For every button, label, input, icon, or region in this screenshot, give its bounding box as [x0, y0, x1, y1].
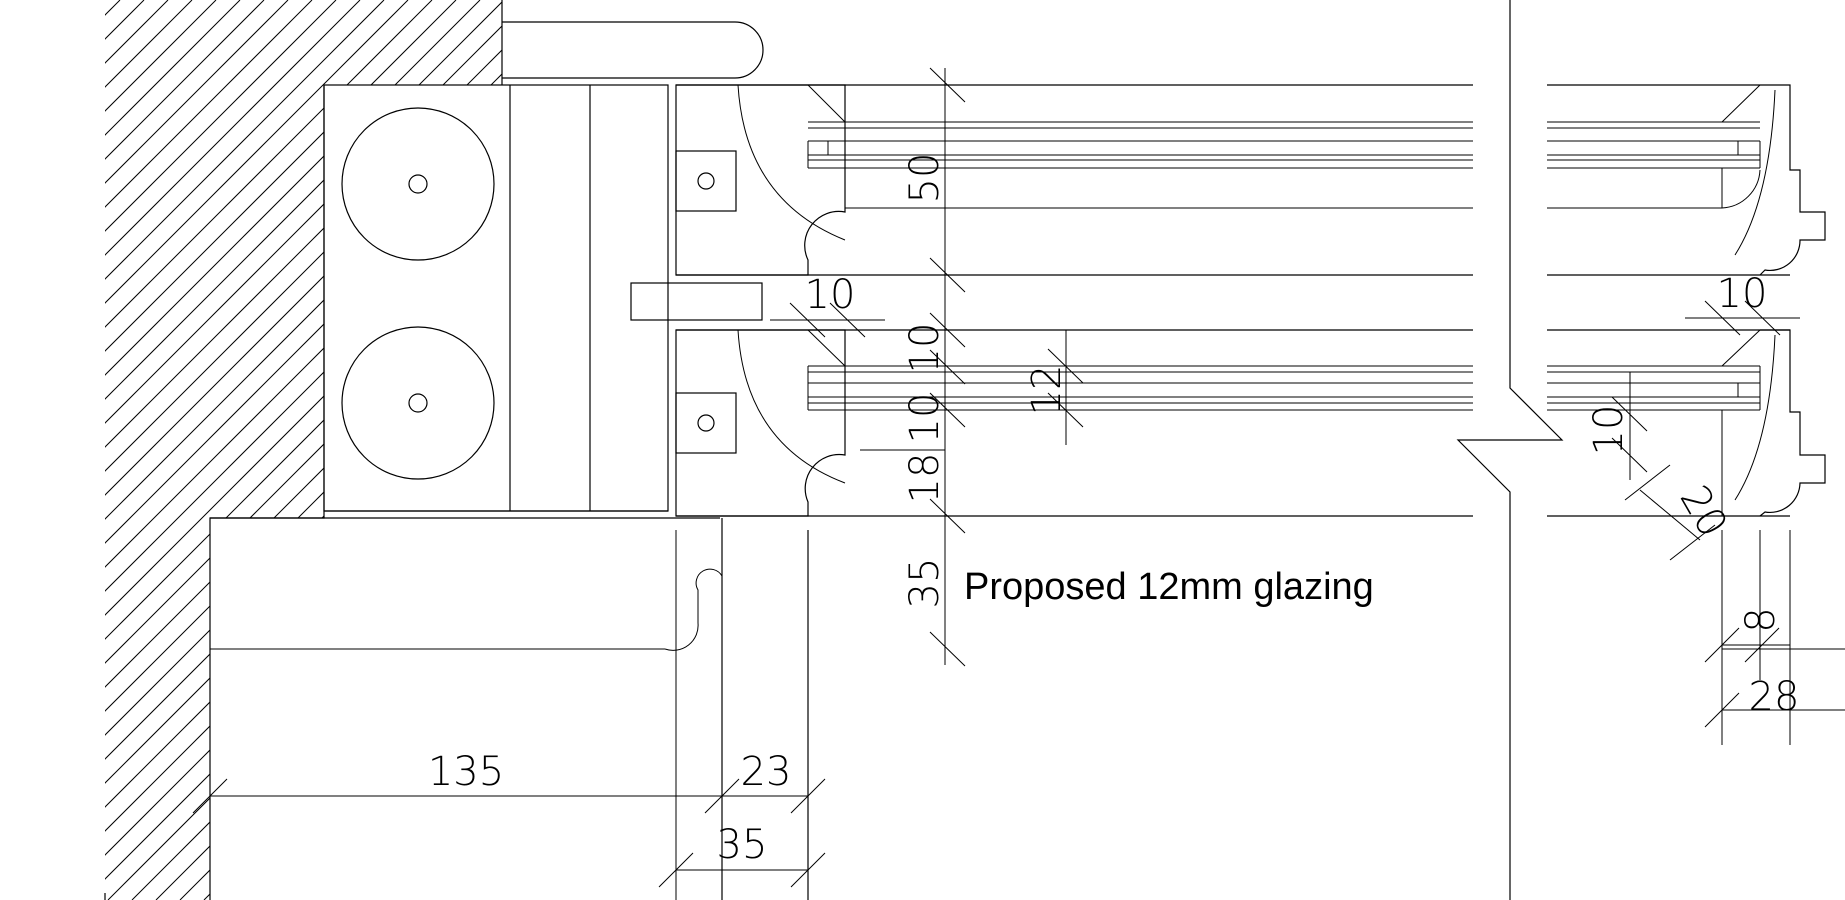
hatch-line: [105, 0, 502, 900]
dimension-lines: [192, 67, 1845, 888]
hatch-line: [105, 0, 361, 900]
break-line: [1456, 0, 1564, 900]
hatch-line: [0, 0, 48, 900]
hatch-line: [105, 0, 502, 900]
hatch-line: [105, 0, 502, 900]
hatch-line: [105, 0, 385, 900]
head-lining: [502, 21, 764, 79]
hatch-line: [105, 0, 337, 900]
hatch-line: [105, 0, 241, 900]
dim-28-right: 28: [1749, 674, 1800, 720]
dim-10-right-vertical: 10: [1586, 405, 1632, 456]
dim-10-upper: 10: [805, 272, 856, 318]
hatch-line: [0, 0, 72, 900]
hatch-line: [105, 0, 502, 900]
pulley-box: [323, 84, 669, 512]
hatch-line: [227, 0, 502, 900]
dim-8-right: 8: [1738, 607, 1784, 632]
hatch-line: [105, 0, 193, 900]
dim-12: 12: [1024, 365, 1070, 416]
dim-135: 135: [428, 749, 504, 795]
dim-20-right: 20: [1671, 478, 1736, 545]
dim-35-horizontal: 35: [717, 822, 768, 868]
hatch-line: [105, 0, 217, 900]
glazing-right: [1547, 84, 1790, 517]
parting-bead: [630, 282, 763, 321]
dim-10-lower: 10: [902, 393, 948, 444]
sash-weight-upper: [341, 107, 495, 261]
upper-sash-stile: [675, 84, 846, 276]
hatch-line: [105, 0, 169, 900]
hatch-line: [105, 0, 265, 900]
hatch-line: [251, 0, 502, 900]
sill-and-lining: [210, 517, 1845, 900]
hatch-line: [371, 0, 502, 900]
hatch-line: [275, 0, 502, 900]
hatch-line: [588, 0, 1488, 900]
masonry-wall-hatch: [0, 0, 1584, 900]
hatch-line: [395, 0, 502, 900]
hatch-line: [105, 0, 289, 900]
right-sash-profile: [1721, 84, 1826, 517]
hatch-line: [516, 0, 1416, 900]
hatch-line: [105, 0, 502, 900]
dim-10-right-upper: 10: [1717, 271, 1768, 317]
dim-35-vertical: 35: [902, 558, 948, 609]
hatch-line: [564, 0, 1464, 900]
hatch-line: [540, 0, 1440, 900]
hatch-line: [105, 0, 502, 900]
hatch-line: [105, 0, 457, 900]
glazing-left: [676, 84, 1473, 517]
dim-18: 18: [902, 453, 948, 504]
hatch-line: [105, 0, 121, 900]
hatch-line: [105, 0, 481, 900]
hatch-line: [105, 0, 433, 900]
hatch-line: [105, 0, 502, 900]
hatch-line: [105, 0, 313, 900]
dim-23: 23: [741, 749, 792, 795]
dim-10-vertical: 10: [902, 323, 948, 374]
lower-sash-stile: [675, 329, 846, 517]
hatch-line: [105, 0, 502, 900]
sash-weight-lower: [341, 326, 495, 480]
hatch-line: [684, 0, 1584, 900]
hatch-line: [105, 0, 409, 900]
hatch-line: [203, 0, 502, 900]
glazing-note: Proposed 12mm glazing: [964, 566, 1374, 608]
dim-50: 50: [902, 153, 948, 204]
hatch-line: [0, 0, 24, 900]
hatch-line: [0, 0, 96, 900]
hatch-line: [660, 0, 1560, 900]
